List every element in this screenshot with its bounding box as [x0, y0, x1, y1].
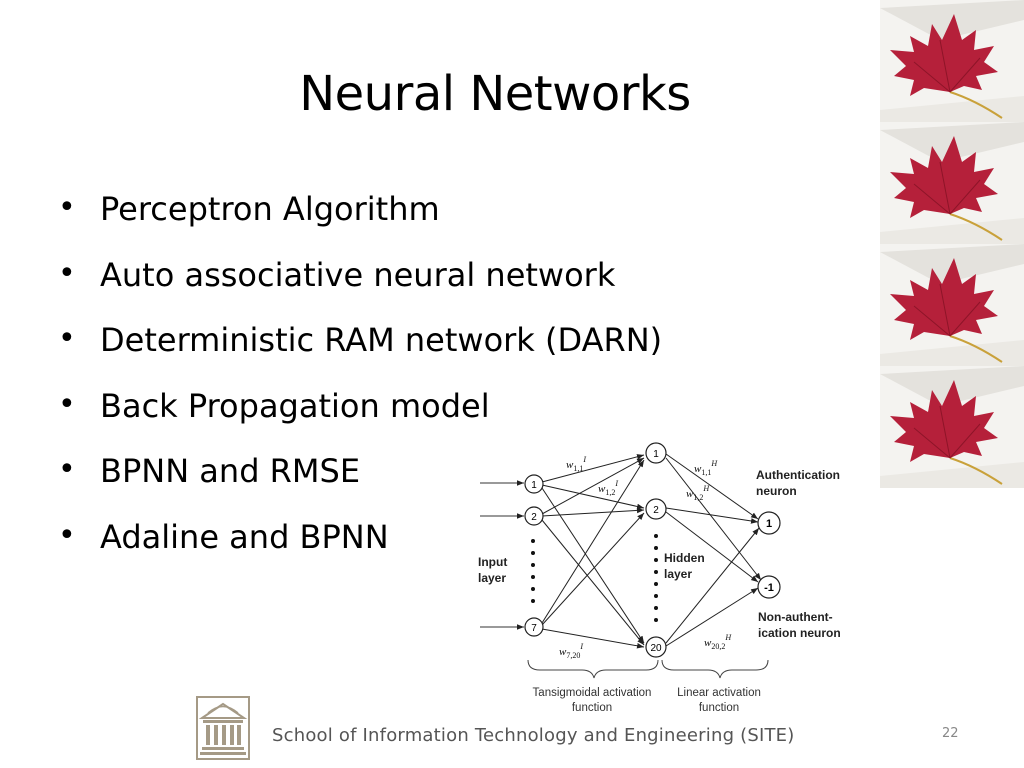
weight-label: w20,2H [704, 633, 732, 651]
maple-leaf-icon [880, 122, 1024, 244]
maple-leaf-icon [880, 0, 1024, 122]
authentication-neuron-label: neuron [756, 484, 797, 498]
maple-leaf-image [880, 0, 1024, 122]
weight-label: w1,2I [598, 479, 618, 497]
tansigmoidal-label: function [572, 702, 612, 714]
weight-labels: w1,1I w1,2I w7,20I w1,1H w1,2H w20,2H [559, 455, 732, 660]
input-layer-label: layer [478, 571, 506, 585]
bullet-dot: • [58, 255, 76, 291]
output-node: -1 [757, 575, 781, 599]
university-building-icon [196, 696, 250, 760]
weight-label: w1,1H [694, 459, 718, 477]
bullet-text: Adaline and BPNN [100, 517, 389, 556]
hidden-node: 1 [645, 442, 667, 464]
bullet-dot: • [58, 321, 76, 356]
neural-network-diagram: 1 2 7 1 2 20 1 -1 w1,1I w1,2I w7,20I w1,… [478, 442, 841, 714]
hidden-layer-label: layer [664, 567, 692, 581]
weight-label: w1,1I [566, 455, 586, 473]
non-authentication-neuron-label: Non-authent- [758, 610, 833, 624]
linear-activation-label: Linear activation [677, 687, 761, 699]
svg-text:7: 7 [531, 623, 537, 634]
output-node: 1 [757, 511, 781, 535]
input-node: 7 [524, 617, 544, 637]
activation-labels: Tansigmoidal activation function Linear … [533, 687, 761, 714]
input-ellipsis-dots [531, 539, 535, 603]
maple-leaf-image [880, 122, 1024, 244]
bullet-dot: • [58, 517, 76, 553]
bullet-item: • Back Propagation model [58, 387, 662, 453]
svg-text:-1: -1 [764, 582, 774, 594]
bullet-item: • BPNN and RMSE [58, 452, 662, 518]
bullet-item: • Perceptron Algorithm [58, 190, 662, 256]
input-hidden-connections [541, 454, 645, 649]
input-arrows [480, 480, 524, 630]
authentication-neuron-label: Authentication [756, 468, 840, 482]
bullet-dot: • [58, 386, 76, 422]
hidden-node: 20 [645, 636, 667, 658]
tansigmoidal-label: Tansigmoidal activation [533, 687, 652, 699]
bullet-dot: • [58, 452, 76, 487]
non-authentication-neuron-label: ication neuron [758, 626, 841, 640]
layer-labels: Input layer Hidden layer Authentication … [478, 468, 841, 640]
hidden-node: 2 [645, 498, 667, 520]
page-number: 22 [942, 726, 959, 741]
maple-leaf-icon [880, 244, 1024, 366]
input-node: 1 [524, 474, 544, 494]
svg-text:20: 20 [650, 643, 662, 654]
bullet-item: • Deterministic RAM network (DARN) [58, 321, 662, 387]
hidden-ellipsis-dots [654, 534, 658, 622]
hidden-layer-label: Hidden [664, 551, 705, 565]
bullet-text: BPNN and RMSE [100, 452, 361, 490]
slide-title: Neural Networks [299, 66, 691, 122]
maple-leaf-icon [880, 366, 1024, 488]
input-layer-label: Input [478, 555, 507, 569]
svg-text:1: 1 [531, 480, 537, 491]
linear-activation-label: function [699, 702, 739, 714]
input-node: 2 [524, 506, 544, 526]
maple-leaf-image [880, 244, 1024, 366]
bullet-dot: • [58, 190, 76, 225]
maple-leaf-strip [880, 0, 1024, 488]
bullet-text: Perceptron Algorithm [100, 190, 440, 228]
bullet-item: • Adaline and BPNN [58, 518, 662, 584]
hidden-output-connections [665, 453, 762, 647]
svg-text:2: 2 [653, 505, 659, 516]
footer-school-name: School of Information Technology and Eng… [272, 725, 795, 746]
bullet-list: • Perceptron Algorithm • Auto associative … [58, 190, 662, 583]
bullet-text: Back Propagation model [100, 386, 490, 425]
svg-text:1: 1 [766, 518, 772, 530]
svg-text:1: 1 [653, 449, 659, 460]
bullet-text: Auto associative neural network [100, 255, 616, 294]
weight-label: w1,2H [686, 484, 710, 502]
bullet-item: • Auto associative neural network [58, 256, 662, 322]
weight-label: w7,20I [559, 642, 583, 660]
activation-braces [527, 659, 769, 679]
maple-leaf-image [880, 366, 1024, 488]
svg-text:2: 2 [531, 512, 537, 523]
bullet-text: Deterministic RAM network (DARN) [100, 321, 663, 359]
